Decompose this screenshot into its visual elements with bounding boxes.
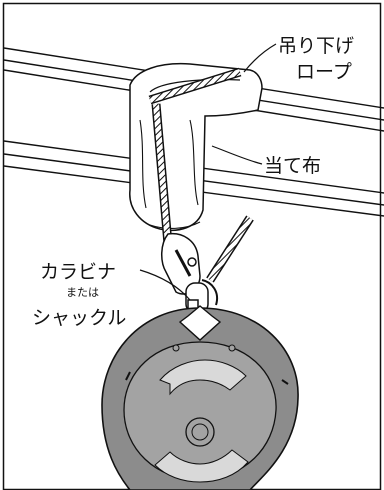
horizontal-beam — [3, 47, 384, 217]
suspension-rope — [148, 67, 254, 283]
rope-label-line1: 吊り下げ — [278, 35, 354, 57]
leader-lines — [139, 43, 277, 301]
rope-label-line2: ロープ — [296, 61, 352, 83]
leader-cloth — [211, 145, 263, 165]
leader-rope — [243, 43, 277, 73]
fall-arrester-body — [101, 305, 299, 490]
leader-carabiner — [139, 269, 191, 301]
shackle-label: シャックル — [32, 307, 126, 329]
label-group: 吊り下げ ロープ 当て布 カラビナ または シャックル — [32, 35, 354, 329]
cloth-label: 当て布 — [264, 155, 321, 177]
carabiner-label: カラビナ — [40, 261, 116, 283]
or-label: または — [66, 286, 99, 299]
